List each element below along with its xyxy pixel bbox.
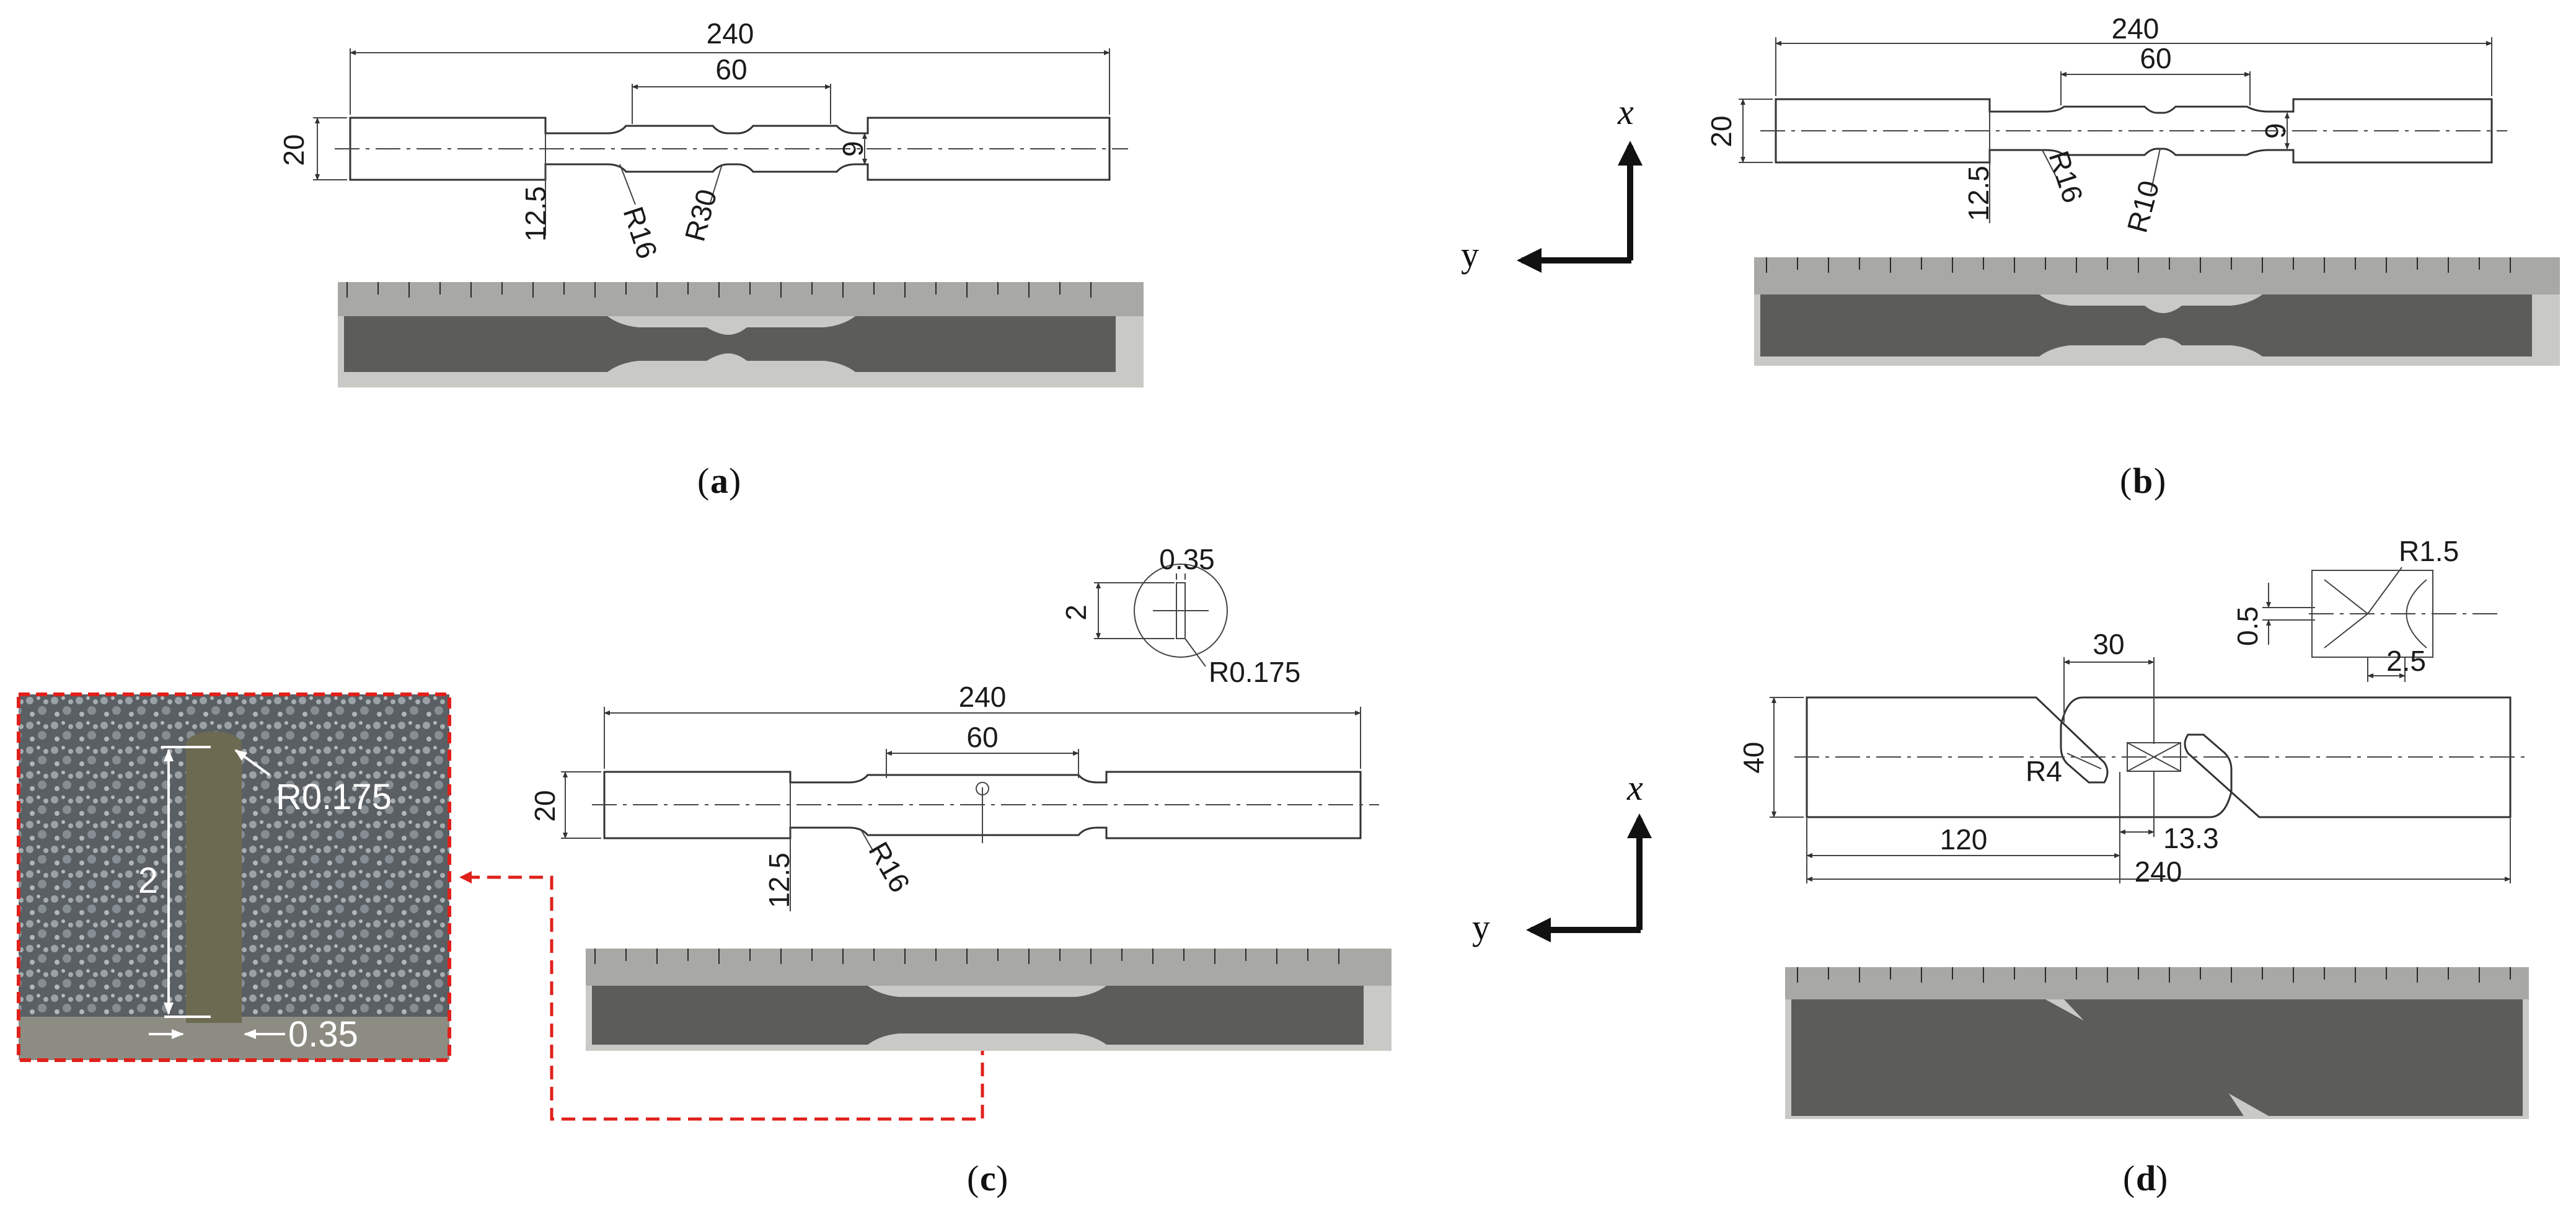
d-dim-offset: 120 xyxy=(1940,823,1988,856)
caption-a-open: ( xyxy=(697,461,709,501)
dim-notch-width: 6 xyxy=(837,141,869,157)
caption-d-letter: d xyxy=(2136,1158,2156,1198)
panel-b-photo xyxy=(1754,257,2560,366)
dim-gauge-length: 60 xyxy=(715,53,747,86)
dim-reduced-width: 12.5 xyxy=(519,186,552,242)
panel-d-photo xyxy=(1785,967,2529,1119)
d-dim-detail-height: 0.5 xyxy=(2231,606,2264,646)
b-dim-radius-notch: R10 xyxy=(2120,177,2165,236)
b-dim-total-length: 240 xyxy=(2112,12,2159,45)
c-dim-detail-radius: R0.175 xyxy=(1209,656,1300,688)
d-dim-total-length: 240 xyxy=(2135,856,2182,888)
caption-b-close: ) xyxy=(2154,461,2166,501)
caption-a-close: ) xyxy=(729,461,741,501)
d-dim-slot-spacing: 30 xyxy=(2093,628,2124,660)
panel-c: 240 60 20 12.5 R16 0.35 2 R0.175 xyxy=(529,543,1392,1198)
dim-radius-shoulder: R16 xyxy=(617,203,664,262)
axis-triad-top: x y xyxy=(1461,92,1643,275)
caption-c-open: ( xyxy=(967,1158,979,1198)
caption-d-open: ( xyxy=(2123,1158,2135,1198)
axis-y-label-top: y xyxy=(1461,234,1479,275)
axis-x-label-bottom: x xyxy=(1626,768,1643,808)
panel-c-drawing: 240 60 20 12.5 R16 0.35 2 R0.175 xyxy=(529,543,1379,911)
d-dim-ligament: 13.3 xyxy=(2163,822,2219,854)
panel-c-inset: 2 R0.175 0.35 xyxy=(17,693,451,1062)
d-dim-detail-length: 2.5 xyxy=(2386,645,2426,677)
inset-radius: R0.175 xyxy=(276,777,392,817)
panel-a-photo xyxy=(338,282,1144,387)
axis-x-label-top: x xyxy=(1617,92,1634,132)
panel-d-drawing: 40 30 R4 120 13.3 240 xyxy=(1737,535,2529,888)
c-dim-slot-width: 0.35 xyxy=(1159,543,1215,575)
b-dim-width: 20 xyxy=(1705,115,1737,147)
b-dim-gauge-length: 60 xyxy=(2140,42,2171,74)
c-dim-width: 20 xyxy=(529,790,561,821)
d-dim-width: 40 xyxy=(1737,741,1770,773)
panel-b-drawing: 240 60 20 12.5 R16 R10 6 xyxy=(1705,12,2507,236)
panel-a: 240 60 20 12.5 R16 R30 6 xyxy=(278,17,1144,501)
panel-a-drawing: 240 60 20 12.5 R16 R30 6 xyxy=(278,17,1128,262)
c-dim-slot-length: 2 xyxy=(1060,604,1092,621)
d-dim-detail-radius: R1.5 xyxy=(2399,535,2459,567)
caption-c-close: ) xyxy=(996,1158,1008,1198)
caption-a-letter: a xyxy=(710,461,728,501)
dim-total-length: 240 xyxy=(707,17,754,50)
caption-b-letter: b xyxy=(2133,461,2153,501)
axis-y-label-bottom: y xyxy=(1472,907,1490,947)
panel-b: 240 60 20 12.5 R16 R10 6 ( xyxy=(1705,12,2560,501)
caption-c-letter: c xyxy=(980,1158,996,1198)
inset-length: 2 xyxy=(138,861,158,901)
dim-width: 20 xyxy=(278,134,310,166)
caption-d-close: ) xyxy=(2156,1158,2168,1198)
c-dim-gauge-length: 60 xyxy=(966,721,998,753)
c-dim-reduced-width: 12.5 xyxy=(763,852,795,908)
dim-radius-notch: R30 xyxy=(678,186,723,245)
c-dim-total-length: 240 xyxy=(959,681,1007,713)
b-dim-notch-width: 6 xyxy=(2259,123,2291,139)
inset-width: 0.35 xyxy=(288,1014,358,1055)
b-dim-reduced-width: 12.5 xyxy=(1962,166,1995,221)
axis-triad-bottom: x y xyxy=(1472,768,1652,947)
panel-d: 40 30 R4 120 13.3 240 xyxy=(1737,535,2529,1198)
panel-c-photo xyxy=(586,949,1392,1051)
caption-b-open: ( xyxy=(2120,461,2132,501)
d-dim-radius-slot: R4 xyxy=(2026,755,2062,787)
